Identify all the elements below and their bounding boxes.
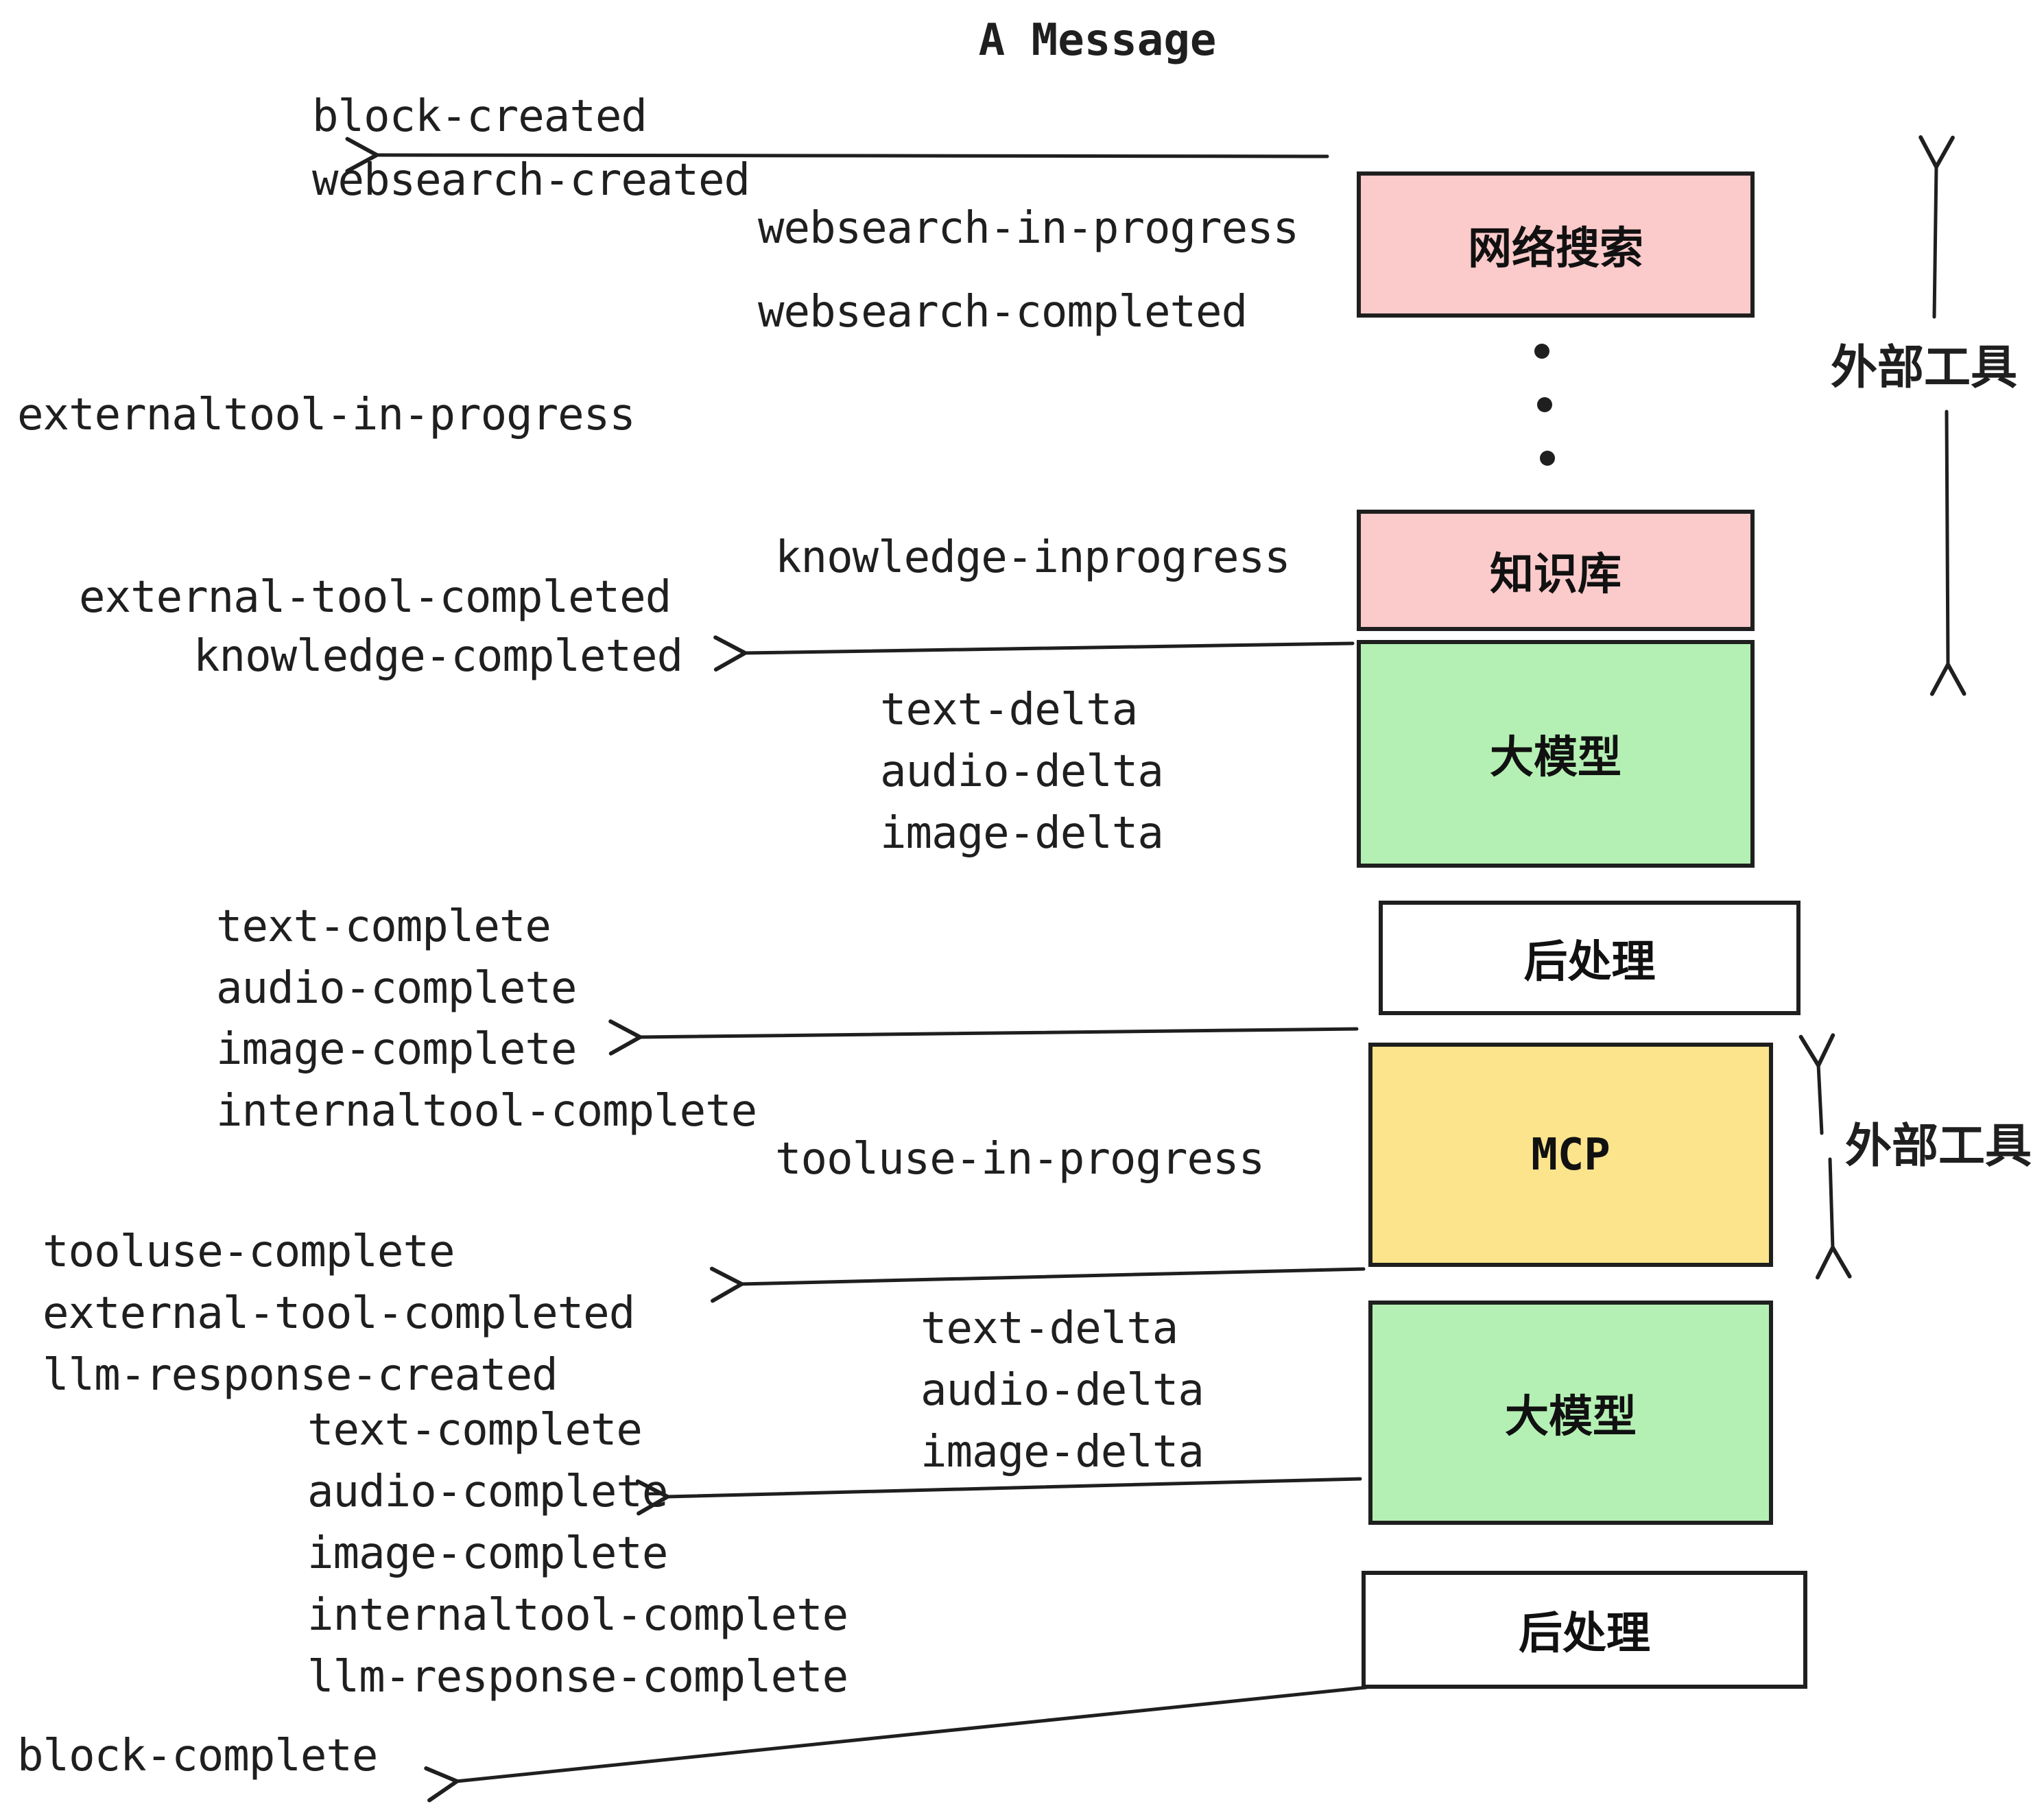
event-llm-response-complete: llm-response-complete [307, 1652, 848, 1702]
arrow-external-tools-mid-up [1798, 1033, 1835, 1135]
dot [1540, 451, 1555, 466]
event-audio-delta: audio-delta [880, 746, 1164, 797]
event-block-complete: block-complete [17, 1731, 378, 1781]
box-llm-1: 大模型 [1357, 640, 1755, 868]
box-knowledge-label: 知识库 [1490, 549, 1621, 600]
arrow-to-image-complete [608, 1019, 1359, 1056]
event-text-complete: text-complete [216, 901, 551, 952]
event-image-delta-2: image-delta [920, 1427, 1204, 1477]
box-post-2: 后处理 [1362, 1571, 1807, 1689]
event-websearch-in-progress: websearch-in-progress [758, 203, 1299, 254]
box-llm-2: 大模型 [1368, 1301, 1773, 1525]
event-image-complete: image-complete [216, 1024, 577, 1075]
box-websearch: 网络搜索 [1357, 171, 1755, 318]
ellipsis-dots [1534, 344, 1555, 466]
arrow-to-knowledge-completed [713, 635, 1355, 672]
arrow-to-audio-complete [635, 1477, 1362, 1516]
event-knowledge-completed: knowledge-completed [193, 631, 683, 682]
dot [1537, 397, 1552, 412]
event-tooluse-complete: tooluse-complete [43, 1226, 455, 1277]
event-audio-delta-2: audio-delta [920, 1365, 1204, 1416]
diagram-title: A Message [978, 15, 1217, 66]
box-websearch-label: 网络搜索 [1468, 223, 1643, 274]
event-audio-complete: audio-complete [216, 963, 577, 1014]
event-llm-response-created: llm-response-created [43, 1350, 558, 1401]
event-text-complete-2: text-complete [307, 1405, 643, 1456]
dot [1534, 344, 1549, 359]
event-websearch-created: websearch-created [312, 155, 750, 206]
arrow-external-tools-down [1929, 410, 1966, 696]
box-post-2-label: 后处理 [1519, 1609, 1650, 1659]
event-text-delta: text-delta [880, 685, 1138, 735]
box-llm-1-label: 大模型 [1490, 733, 1621, 783]
event-internaltool-complete: internaltool-complete [216, 1086, 757, 1137]
event-audio-complete-2: audio-complete [307, 1467, 668, 1517]
arrow-external-tools-up [1918, 135, 1955, 319]
arrow-to-external-tool-completed [709, 1266, 1366, 1303]
box-mcp-label: MCP [1531, 1129, 1611, 1180]
event-image-complete-2: image-complete [307, 1528, 668, 1579]
box-post-1-label: 后处理 [1523, 936, 1656, 988]
event-external-tool-completed-2: external-tool-completed [43, 1288, 635, 1339]
annotation-external-tools-top: 外部工具 [1830, 341, 2017, 395]
event-internaltool-complete-2: internaltool-complete [307, 1590, 848, 1641]
event-knowledge-inprogress: knowledge-inprogress [775, 532, 1291, 583]
event-text-delta-2: text-delta [920, 1303, 1178, 1354]
event-external-tool-completed: external-tool-completed [79, 572, 672, 623]
annotation-external-tools-mid: 外部工具 [1844, 1119, 2032, 1174]
event-image-delta: image-delta [880, 808, 1164, 859]
box-knowledge: 知识库 [1357, 510, 1755, 631]
box-mcp: MCP [1368, 1043, 1773, 1267]
event-block-created: block-created [312, 91, 647, 142]
event-externaltool-in-progress: externaltool-in-progress [17, 390, 636, 440]
box-post-1: 后处理 [1379, 901, 1801, 1015]
arrow-external-tools-mid-down [1815, 1157, 1852, 1280]
event-tooluse-in-progress: tooluse-in-progress [775, 1134, 1265, 1185]
event-websearch-completed: websearch-completed [758, 287, 1248, 337]
box-llm-2-label: 大模型 [1505, 1391, 1637, 1443]
